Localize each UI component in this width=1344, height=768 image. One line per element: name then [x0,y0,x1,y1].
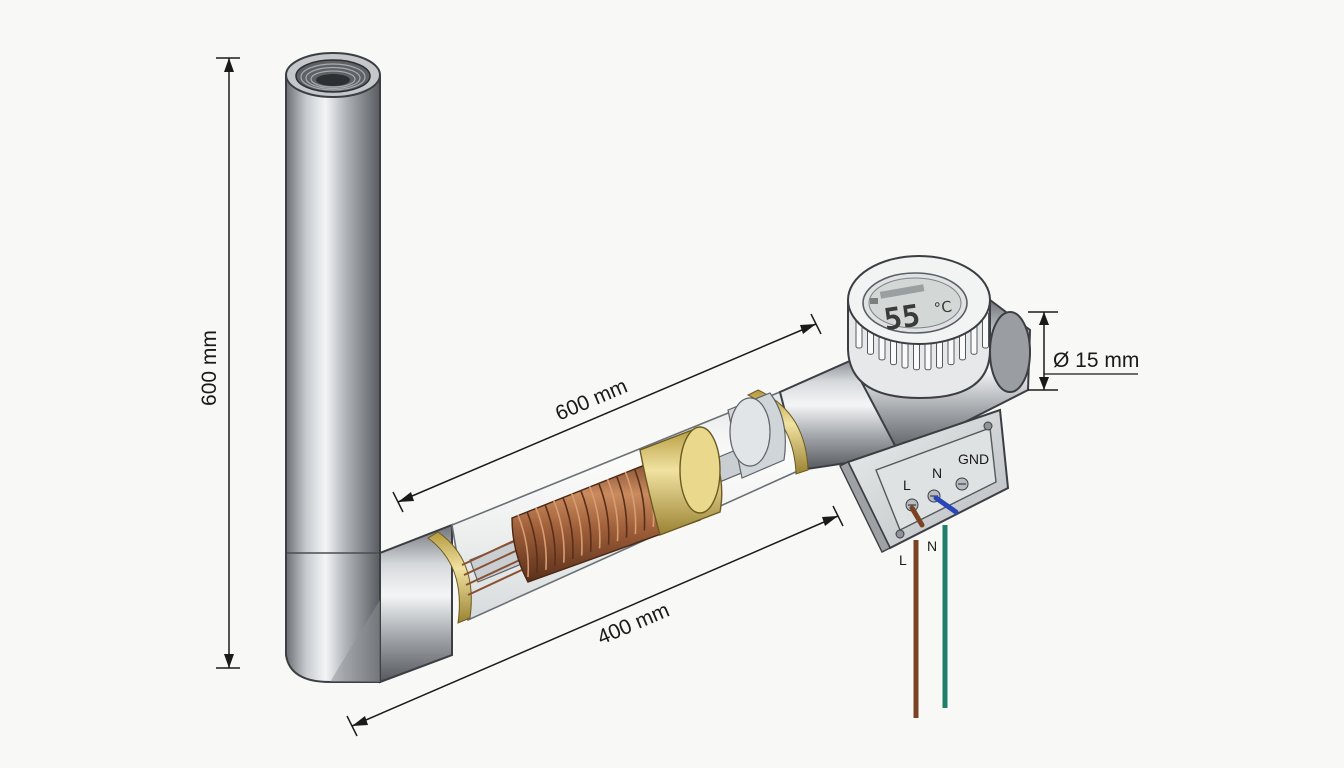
coil-winding [588,486,601,549]
coil-winding [561,496,574,560]
dimension-diameter: Ø 15 mm [1028,311,1139,391]
junction-box: L N GND [839,408,1010,553]
vertical-pipe [285,52,381,683]
coil-winding [579,489,592,552]
temperature-unit: °C [933,297,953,317]
coil-winding [526,511,539,574]
dimension-label-vertical: 600 mm [198,330,221,406]
coil-winding [597,482,610,545]
wire-label-live: L [899,552,907,568]
live-wire-internal [909,505,925,528]
terminal-label-neutral: N [932,465,942,481]
temperature-readout: 55 [882,298,923,338]
coil-winding [570,493,583,556]
terminal-label-ground: GND [958,451,989,467]
coil-winding [624,471,637,535]
thermostat-dial[interactable]: 55 °C [847,255,991,400]
coil-winding [544,503,556,567]
neutral-wire-internal [933,495,959,515]
heating-core [461,392,786,596]
dimension-label-lower: 400 mm [594,599,673,650]
coil-winding [633,468,646,531]
terminal-block [905,477,969,512]
dimension-vertical-pipe: 600 mm [198,57,240,669]
coil-winding [606,478,619,542]
coil-winding [517,514,530,578]
supply-cables: L N [899,525,948,718]
dimension-label-diameter: Ø 15 mm [1053,349,1139,372]
coil-winding [553,500,565,563]
terminal-label-live: L [903,477,911,493]
dimension-label-upper: 600 mm [552,375,631,426]
coil-winding [535,507,547,570]
coil-winding [615,475,628,538]
wire-label-neutral: N [927,538,937,554]
